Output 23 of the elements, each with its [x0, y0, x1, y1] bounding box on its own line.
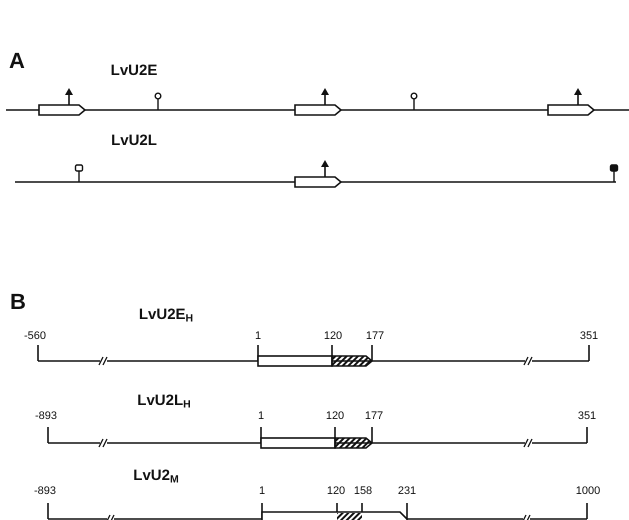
gene-name: LvU2L$_{H}$ — [137, 393, 191, 410]
position-number: -893 — [34, 486, 56, 497]
panel-letter: A — [9, 50, 25, 72]
position-number: -893 — [34, 411, 58, 422]
gene-name: LvU2E$_{H}$ — [138, 307, 194, 324]
panel-letter: B — [10, 291, 26, 313]
position-number: 120 — [326, 486, 346, 497]
position-number: 1 — [254, 331, 262, 342]
position-number: 120 — [326, 411, 344, 422]
position-number: 120 — [324, 331, 342, 342]
gene-name: LvU2E — [110, 63, 158, 78]
position-number: 177 — [364, 411, 384, 422]
position-number: 1 — [258, 486, 266, 497]
position-number: 177 — [366, 331, 384, 342]
position-number: 1 — [258, 411, 264, 422]
position-number: 231 — [398, 486, 416, 497]
position-number: -560 — [24, 331, 46, 342]
position-number: 351 — [578, 411, 596, 422]
position-number: 1000 — [576, 486, 600, 497]
position-number: 351 — [580, 331, 598, 342]
gene-name: LvU2$_{M}$ — [133, 468, 179, 486]
position-number: 158 — [354, 486, 372, 497]
gene-name: LvU2L — [111, 133, 157, 148]
